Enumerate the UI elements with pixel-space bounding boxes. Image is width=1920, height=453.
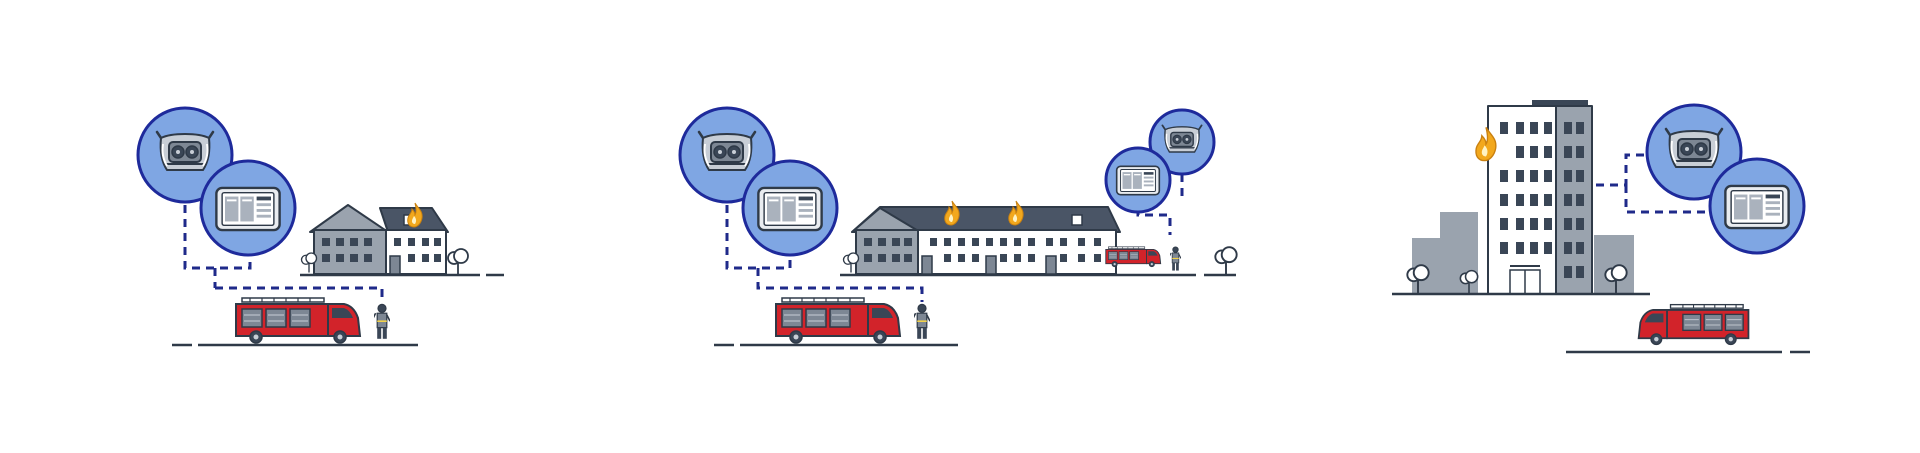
fire-truck-icon	[235, 297, 361, 344]
flame-icon	[407, 202, 423, 228]
cooling-fan-device-icon	[155, 130, 215, 172]
device-tablet	[199, 159, 297, 257]
cooling-fan-device-icon	[1664, 127, 1724, 169]
scene-high-rise	[1392, 100, 1810, 354]
device-tablet	[741, 159, 839, 257]
scene-row-house	[678, 106, 1238, 347]
firefighter-icon	[914, 303, 930, 340]
device-tablet	[1708, 157, 1806, 255]
device-cooling-fan	[678, 106, 776, 204]
fire-truck-icon	[775, 297, 901, 344]
device-tablet	[1104, 146, 1172, 214]
tablet-device-icon	[1115, 165, 1161, 196]
firefighter-icon	[1170, 246, 1181, 272]
background-building	[1594, 235, 1634, 294]
tree-icon	[446, 247, 470, 276]
flame-icon	[944, 200, 960, 226]
tablet-device-icon	[1724, 184, 1790, 230]
device-cooling-fan	[136, 106, 234, 204]
device-cooling-fan	[1645, 103, 1743, 201]
tablet-device-icon	[215, 186, 281, 232]
connection-line	[725, 205, 792, 270]
flame-icon	[1008, 200, 1024, 226]
firefighter-icon	[374, 303, 390, 340]
house-icon	[309, 204, 449, 275]
tree-icon	[1214, 245, 1238, 276]
high-rise-icon	[1487, 100, 1593, 295]
connection-line	[756, 268, 924, 302]
device-cooling-fan	[1148, 108, 1216, 176]
cooling-fan-device-icon	[1161, 124, 1203, 153]
cooling-fan-device-icon	[697, 130, 757, 172]
connection-line	[1596, 153, 1648, 187]
scene-house	[136, 106, 504, 347]
fire-truck-icon	[1105, 246, 1162, 268]
house-icon	[851, 206, 1121, 275]
fire-truck-icon	[1637, 303, 1750, 346]
tablet-device-icon	[757, 186, 823, 232]
connection-line	[183, 205, 252, 270]
